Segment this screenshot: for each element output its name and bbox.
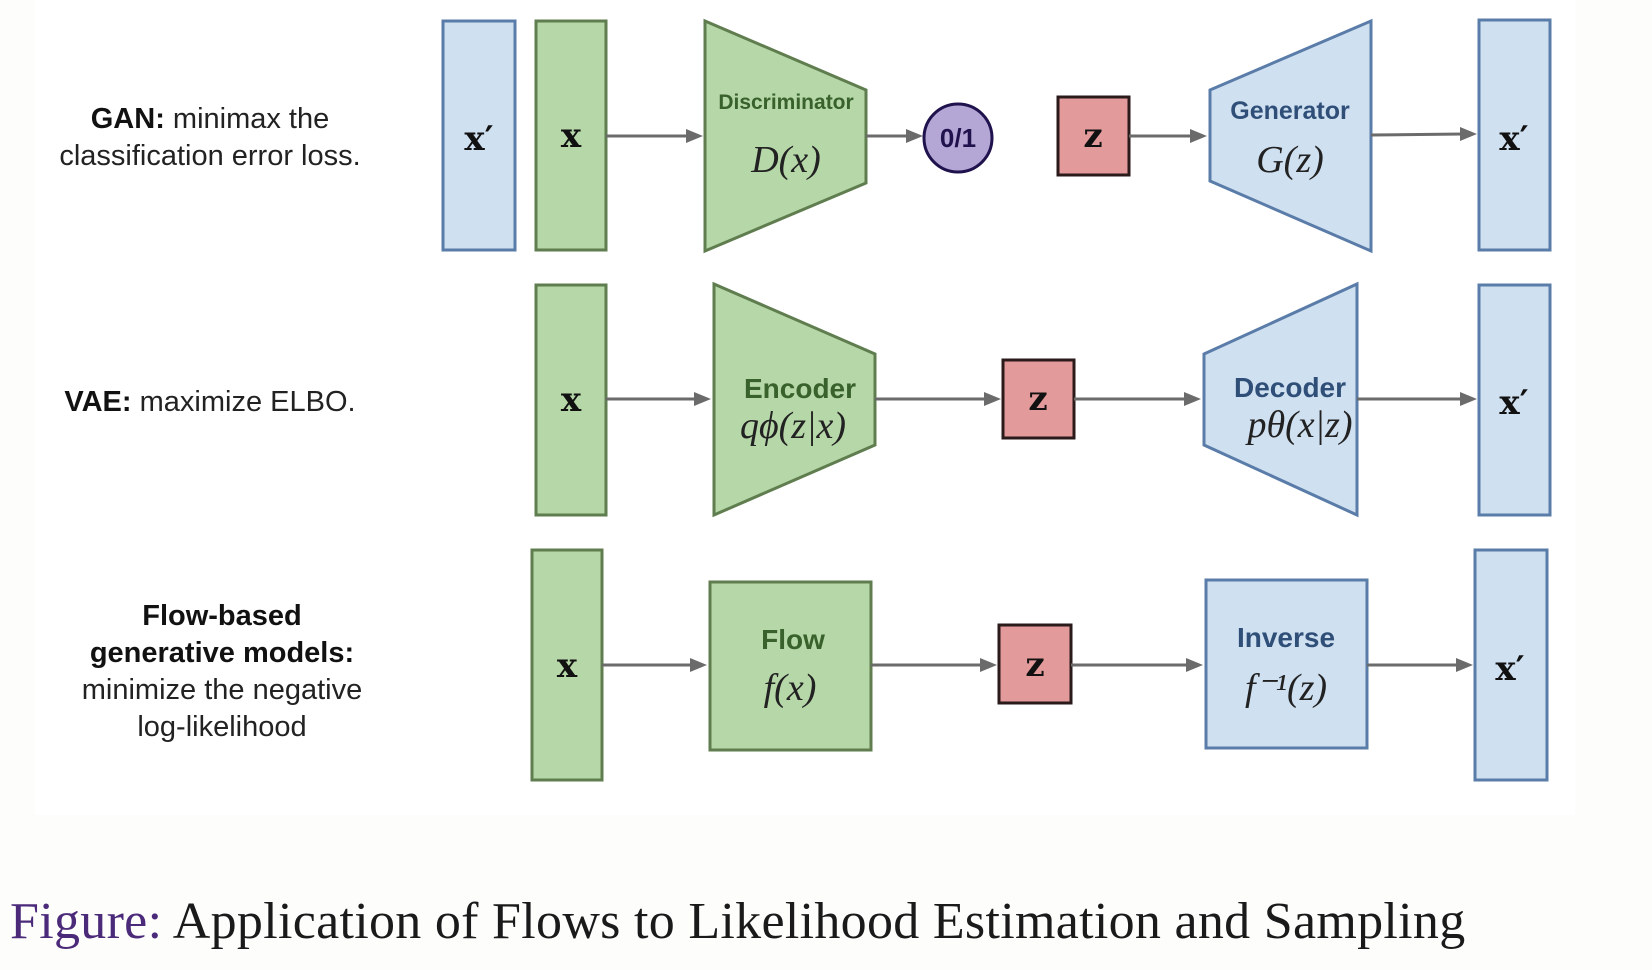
caption-text: Application of Flows to Likelihood Estim… xyxy=(162,893,1466,950)
inverse-title: Inverse xyxy=(1237,622,1335,653)
vae-label-bold: VAE: xyxy=(64,386,132,418)
gan-label-bold: GAN: xyxy=(90,103,165,135)
flow-x-prime-output-text: x′ xyxy=(1495,649,1524,689)
vae-decoder-fn: pθ(x|z) xyxy=(1244,404,1352,446)
flow-label: Flow-based generative models: minimize t… xyxy=(42,598,402,746)
flow-box xyxy=(708,580,873,752)
vae-encoder-title: Encoder xyxy=(744,373,856,404)
gan-output-circle xyxy=(922,102,994,174)
flow-arrowhead-3 xyxy=(1186,658,1203,672)
vae-encoder-fn: qϕ(z|x) xyxy=(740,405,846,447)
gan-output-text: 0/1 xyxy=(940,123,976,153)
gan-generator-shape xyxy=(1208,18,1373,254)
flow-fn: f(x) xyxy=(764,667,817,709)
gan-discriminator-shape xyxy=(703,18,868,254)
caption-prefix: Figure: xyxy=(10,893,163,950)
vae-label: VAE: maximize ELBO. xyxy=(30,384,390,421)
gan-label: GAN: minimax the classification error lo… xyxy=(30,101,390,175)
flow-label-line4: log-likelihood xyxy=(137,711,307,743)
gan-generator-fn: G(z) xyxy=(1256,139,1324,181)
gan-generator-title: Generator xyxy=(1230,97,1350,125)
flow-x-prime-output-box xyxy=(1473,548,1549,782)
gan-arrowhead-3 xyxy=(1190,129,1207,143)
vae-arrowhead-1 xyxy=(694,392,711,406)
gan-arrowhead-1 xyxy=(686,129,703,143)
gan-z-text: z xyxy=(1083,116,1102,156)
gan-discriminator-fn: D(x) xyxy=(750,139,821,181)
gan-x-prime-input-box xyxy=(441,19,517,252)
vae-arrowhead-3 xyxy=(1184,392,1201,406)
gan-label-line2: classification error loss. xyxy=(59,140,361,172)
gan-arrow-gen-to-output xyxy=(1370,132,1464,137)
gan-arrowhead-2 xyxy=(906,129,923,143)
gan-x-prime-output-box xyxy=(1477,18,1552,252)
inverse-box xyxy=(1204,578,1369,750)
vae-arrowhead-2 xyxy=(984,392,1001,406)
inverse-fn: f⁻¹(z) xyxy=(1245,667,1327,709)
gan-label-rest: minimax the xyxy=(164,103,330,135)
vae-x-prime-output-text: x′ xyxy=(1499,383,1528,423)
flow-arrowhead-4 xyxy=(1456,658,1473,672)
flow-label-bold-1: Flow-based xyxy=(142,600,302,632)
vae-label-rest: maximize ELBO. xyxy=(131,386,356,418)
gan-z-box xyxy=(1056,95,1131,177)
flow-arrowhead-2 xyxy=(980,658,997,672)
vae-x-prime-output-box xyxy=(1477,283,1552,517)
vae-decoder-title: Decoder xyxy=(1234,372,1346,403)
flow-x-text: x xyxy=(557,646,578,686)
gan-x-prime-input-text: x′ xyxy=(464,119,493,159)
gan-arrowhead-4 xyxy=(1460,127,1477,141)
flow-label-bold-2: generative models: xyxy=(89,637,355,669)
flow-z-text: z xyxy=(1025,645,1044,685)
gan-discriminator-title: Discriminator xyxy=(718,91,853,114)
vae-z-box xyxy=(1001,358,1076,440)
vae-x-box xyxy=(534,283,608,517)
vae-arrowhead-4 xyxy=(1460,392,1477,406)
gan-x-prime-output-text: x′ xyxy=(1499,119,1528,159)
gan-x-text: x xyxy=(561,116,582,156)
vae-z-text: z xyxy=(1028,379,1047,419)
vae-encoder-shape xyxy=(712,281,877,518)
flow-label-line3: minimize the negative xyxy=(81,674,363,706)
flow-arrowhead-1 xyxy=(690,658,707,672)
flow-title: Flow xyxy=(761,624,825,655)
vae-decoder-shape xyxy=(1202,281,1359,518)
flow-z-box xyxy=(997,623,1073,705)
figure-caption: Figure: Application of Flows to Likeliho… xyxy=(10,892,1466,951)
vae-x-text: x xyxy=(561,380,582,420)
